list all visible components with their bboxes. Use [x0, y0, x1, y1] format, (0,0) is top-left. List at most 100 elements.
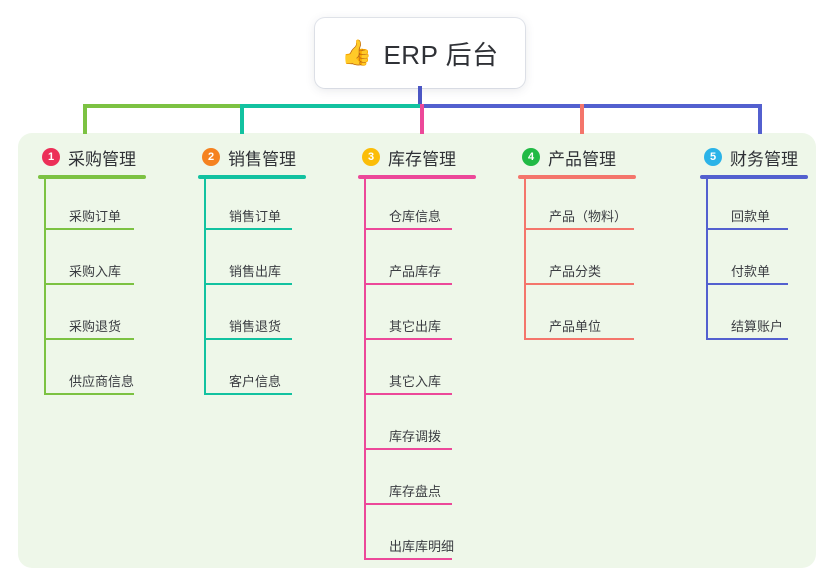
child-item-underline: [364, 393, 452, 395]
branch-child-item[interactable]: 销售出库: [198, 234, 306, 289]
root-node-title: ERP 后台: [383, 39, 499, 70]
branch-title: 销售管理: [228, 149, 296, 169]
branch-child-item[interactable]: 其它入库: [358, 344, 476, 399]
child-item-label: 产品（物料）: [549, 209, 628, 224]
child-item-underline: [204, 283, 292, 285]
branch-leg-4: [580, 104, 584, 134]
child-item-label: 出库库明细: [389, 539, 455, 554]
branch-header-1[interactable]: 1 采购管理: [38, 144, 146, 170]
child-item-label: 采购入库: [69, 264, 122, 279]
branch-child-item[interactable]: 销售退货: [198, 289, 306, 344]
child-item-label: 库存盘点: [389, 484, 442, 499]
branch-child-item[interactable]: 客户信息: [198, 344, 306, 399]
branch-child-item[interactable]: 结算账户: [700, 289, 808, 344]
child-item-label: 客户信息: [229, 374, 282, 389]
branch-title: 产品管理: [548, 149, 616, 169]
child-item-underline: [44, 283, 134, 285]
branch-child-item[interactable]: 付款单: [700, 234, 808, 289]
child-item-underline: [706, 338, 788, 340]
child-item-underline: [364, 228, 452, 230]
branch-3[interactable]: 3 库存管理仓库信息产品库存其它出库其它入库库存调拨库存盘点出库库明细: [358, 144, 476, 564]
branch-number-badge: 2: [202, 148, 220, 166]
branch-child-item[interactable]: 产品分类: [518, 234, 636, 289]
branch-child-item[interactable]: 采购入库: [38, 234, 146, 289]
branch-child-item[interactable]: 销售订单: [198, 179, 306, 234]
branch-child-item[interactable]: 采购退货: [38, 289, 146, 344]
branch-header-3[interactable]: 3 库存管理: [358, 144, 476, 170]
branch-children: 回款单付款单结算账户: [700, 179, 808, 344]
branch-child-item[interactable]: 采购订单: [38, 179, 146, 234]
branch-underline: [198, 175, 306, 179]
child-item-label: 结算账户: [731, 319, 784, 334]
child-item-label: 产品单位: [549, 319, 602, 334]
child-item-label: 供应商信息: [69, 374, 135, 389]
branch-number-badge: 1: [42, 148, 60, 166]
branch-child-item[interactable]: 出库库明细: [358, 509, 476, 564]
root-stem-connector: [418, 86, 422, 106]
child-item-label: 库存调拨: [389, 429, 442, 444]
child-item-label: 销售退货: [229, 319, 282, 334]
branch-spine: [524, 179, 526, 340]
root-node-content: 👍 ERP 后台: [341, 35, 498, 72]
branch-spine: [364, 179, 366, 560]
branch-header-4[interactable]: 4 产品管理: [518, 144, 636, 170]
branch-spine: [204, 179, 206, 395]
root-node[interactable]: 👍 ERP 后台: [315, 18, 525, 88]
branch-children: 采购订单采购入库采购退货供应商信息: [38, 179, 146, 399]
branch-number-badge: 3: [362, 148, 380, 166]
branch-leg-1: [83, 104, 87, 134]
child-item-underline: [524, 283, 634, 285]
branch-1[interactable]: 1 采购管理采购订单采购入库采购退货供应商信息: [38, 144, 146, 399]
child-item-underline: [524, 228, 634, 230]
child-item-underline: [44, 393, 134, 395]
branch-child-item[interactable]: 产品库存: [358, 234, 476, 289]
branch-header-2[interactable]: 2 销售管理: [198, 144, 306, 170]
branch-child-item[interactable]: 仓库信息: [358, 179, 476, 234]
branch-spine: [44, 179, 46, 395]
branch-child-item[interactable]: 其它出库: [358, 289, 476, 344]
thumbs-up-icon: 👍: [341, 38, 373, 67]
branch-child-item[interactable]: 供应商信息: [38, 344, 146, 399]
branch-number-badge: 5: [704, 148, 722, 166]
branch-child-item[interactable]: 库存调拨: [358, 399, 476, 454]
branch-underline: [700, 175, 808, 179]
bus-segment-teal: [240, 104, 420, 108]
child-item-underline: [364, 338, 452, 340]
branch-child-item[interactable]: 回款单: [700, 179, 808, 234]
branch-underline: [518, 175, 636, 179]
child-item-label: 仓库信息: [389, 209, 442, 224]
branch-leg-3: [420, 104, 424, 134]
child-item-underline: [44, 338, 134, 340]
branch-child-item[interactable]: 库存盘点: [358, 454, 476, 509]
branch-leg-5: [758, 104, 762, 134]
child-item-underline: [44, 228, 134, 230]
child-item-label: 付款单: [731, 264, 771, 279]
branch-title: 采购管理: [68, 149, 136, 169]
child-item-underline: [364, 558, 452, 560]
child-item-underline: [204, 228, 292, 230]
branch-2[interactable]: 2 销售管理销售订单销售出库销售退货客户信息: [198, 144, 306, 399]
child-item-underline: [204, 338, 292, 340]
child-item-label: 销售订单: [229, 209, 282, 224]
child-item-label: 回款单: [731, 209, 771, 224]
branch-child-item[interactable]: 产品（物料）: [518, 179, 636, 234]
branch-title: 库存管理: [388, 149, 456, 169]
child-item-label: 产品分类: [549, 264, 602, 279]
child-item-label: 采购退货: [69, 319, 122, 334]
child-item-label: 其它入库: [389, 374, 442, 389]
child-item-underline: [364, 448, 452, 450]
branch-number-badge: 4: [522, 148, 540, 166]
child-item-underline: [524, 338, 634, 340]
branch-leg-2: [240, 104, 244, 134]
child-item-label: 其它出库: [389, 319, 442, 334]
branch-4[interactable]: 4 产品管理产品（物料） 产品分类产品单位: [518, 144, 636, 344]
diagram-background-panel: [18, 133, 816, 568]
branch-children: 产品（物料） 产品分类产品单位: [518, 179, 636, 344]
bus-segment-blue: [420, 104, 760, 108]
branch-child-item[interactable]: 产品单位: [518, 289, 636, 344]
branch-underline: [38, 175, 146, 179]
child-item-underline: [706, 283, 788, 285]
